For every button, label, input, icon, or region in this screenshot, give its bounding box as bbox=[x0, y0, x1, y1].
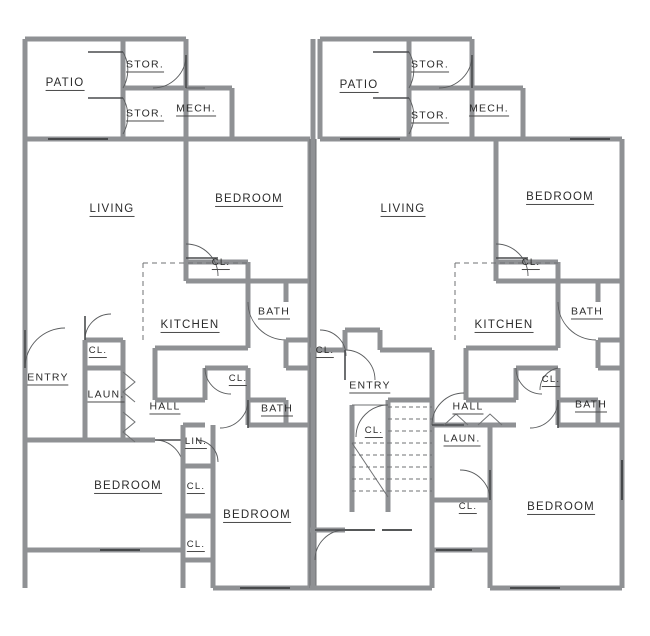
staircase bbox=[349, 397, 432, 512]
right-patio-storage-block bbox=[320, 36, 622, 142]
left-lower-bedrooms bbox=[25, 422, 310, 591]
right-living-bedroom bbox=[454, 139, 625, 588]
left-living-bedroom bbox=[142, 139, 313, 588]
unit-right-geometry bbox=[320, 36, 625, 591]
left-entry-hall bbox=[22, 313, 184, 469]
right-south-bedroom bbox=[436, 460, 623, 591]
unit-left-geometry bbox=[22, 36, 313, 591]
right-hall-laundry bbox=[431, 392, 516, 588]
center-party-wall-entry bbox=[309, 39, 435, 591]
left-patio-storage-block bbox=[22, 36, 310, 588]
